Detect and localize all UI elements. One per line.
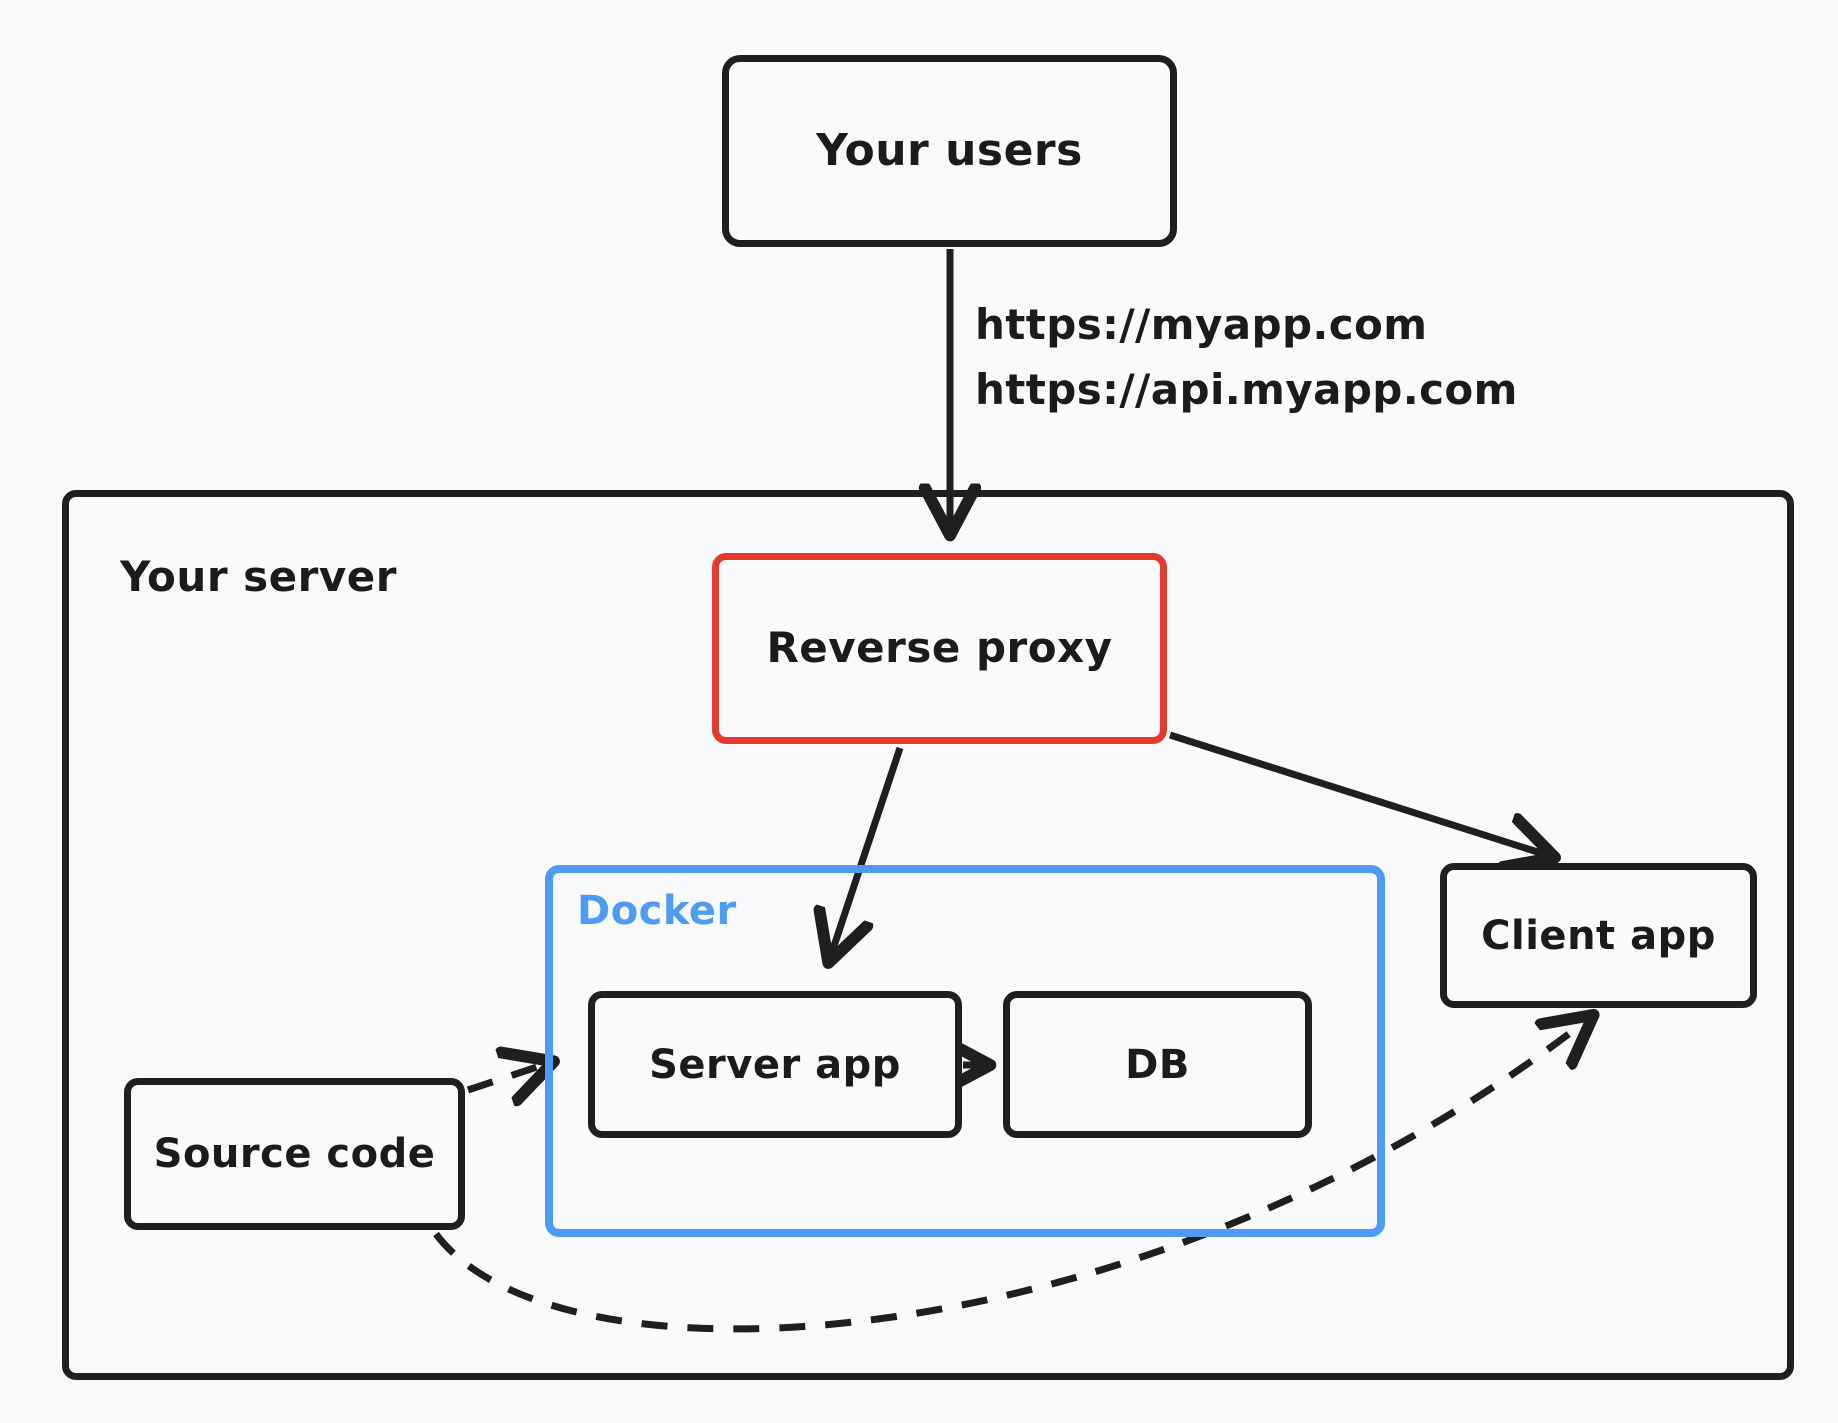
node-label-your-server: Your server	[120, 552, 397, 601]
node-label-reverse-proxy: Reverse proxy	[766, 623, 1113, 673]
node-source-code[interactable]: Source code	[124, 1078, 465, 1230]
url-annotation-api: https://api.myapp.com	[975, 365, 1518, 414]
url-annotations: https://myapp.com https://api.myapp.com	[975, 300, 1518, 414]
node-server-app[interactable]: Server app	[588, 991, 962, 1138]
node-label-client-app: Client app	[1481, 912, 1716, 959]
node-client-app[interactable]: Client app	[1440, 863, 1757, 1008]
node-label-db: DB	[1125, 1041, 1190, 1088]
node-label-your-users: Your users	[816, 124, 1083, 176]
node-label-docker: Docker	[577, 888, 737, 934]
node-db[interactable]: DB	[1003, 991, 1312, 1138]
node-your-server[interactable]	[62, 490, 1794, 1380]
node-your-users[interactable]: Your users	[722, 55, 1177, 247]
node-label-server-app: Server app	[649, 1041, 901, 1088]
node-reverse-proxy[interactable]: Reverse proxy	[712, 553, 1167, 744]
node-label-source-code: Source code	[153, 1131, 436, 1177]
node-docker-group[interactable]	[545, 865, 1385, 1237]
url-annotation-app: https://myapp.com	[975, 300, 1428, 349]
